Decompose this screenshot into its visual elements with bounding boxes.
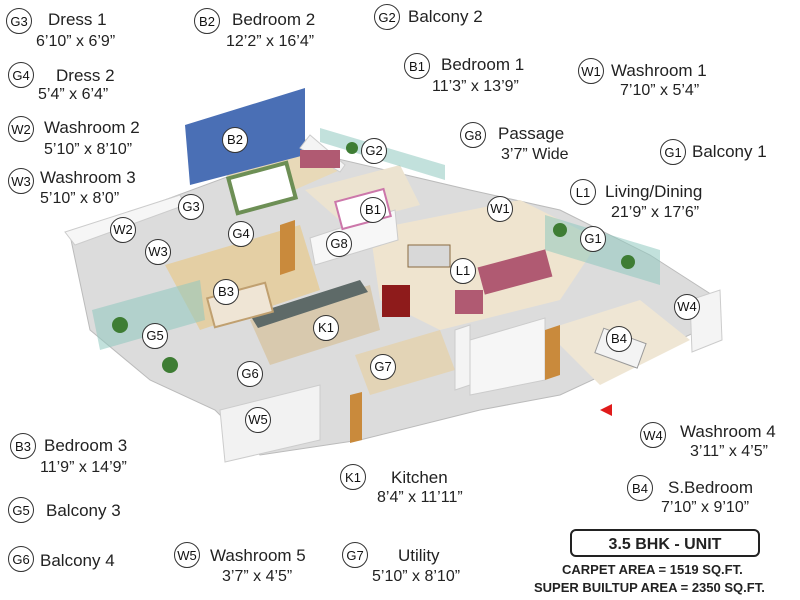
door-kitchen (350, 392, 362, 443)
map-badge-g7: G7 (370, 354, 396, 380)
bedroom2-bed (225, 160, 299, 216)
legend-dim-w3: 5’10” x 8’0” (40, 190, 120, 207)
plant-2 (162, 357, 178, 373)
legend-name-w5: Washroom 5 (210, 546, 306, 565)
legend-name-g1: Balcony 1 (692, 142, 767, 161)
map-badge-g4: G4 (228, 221, 254, 247)
door-bed3 (280, 220, 295, 275)
legend-dim-b4: 7’10” x 9’10” (661, 499, 750, 516)
dining-table (407, 244, 451, 268)
legend-badge-b3: B3 (10, 433, 36, 459)
legend-dim-w5: 3’7” x 4’5” (222, 568, 293, 585)
legend-name-g4: Dress 2 (56, 66, 115, 85)
legend-badge-g6: G6 (8, 546, 34, 572)
legend-badge-g8: G8 (460, 122, 486, 148)
living-sofa (477, 249, 553, 295)
legend-name-b3: Bedroom 3 (44, 436, 128, 455)
map-badge-g8: G8 (326, 231, 352, 257)
legend-dim-g7: 5’10” x 8’10” (372, 568, 461, 585)
legend-badge-g4: G4 (8, 62, 34, 88)
legend-badge-g1: G1 (660, 139, 686, 165)
legend-dim-l1: 21’9” x 17’6” (611, 204, 700, 221)
legend-badge-b4: B4 (627, 475, 653, 501)
legend-name-w3: Washroom 3 (40, 168, 136, 187)
plant-4 (621, 255, 635, 269)
legend-badge-l1: L1 (570, 179, 596, 205)
legend-badge-g7: G7 (342, 542, 368, 568)
map-badge-l1: L1 (450, 258, 476, 284)
legend-name-b1: Bedroom 1 (441, 55, 525, 74)
balcony2-sofa (300, 150, 340, 168)
plant-5 (346, 142, 358, 154)
legend-dim-w1: 7’10” x 5’4” (620, 82, 700, 99)
legend-badge-w5: W5 (174, 542, 200, 568)
map-badge-k1: K1 (313, 315, 339, 341)
legend-badge-k1: K1 (340, 464, 366, 490)
map-badge-b1: B1 (360, 197, 386, 223)
legend-name-b2: Bedroom 2 (232, 10, 316, 29)
legend-dim-b1: 11’3” x 13’9” (432, 78, 519, 95)
legend-name-g2: Balcony 2 (408, 7, 483, 26)
map-badge-g1: G1 (580, 226, 606, 252)
map-badge-g6: G6 (237, 361, 263, 387)
wall-d (454, 324, 471, 391)
legend-name-g3: Dress 1 (48, 10, 107, 29)
legend-badge-g3: G3 (6, 8, 32, 34)
unit-type-box: 3.5 BHK - UNIT (570, 529, 760, 557)
legend-name-l1: Living/Dining (605, 182, 703, 201)
legend-name-b4: S.Bedroom (668, 478, 754, 497)
legend-name-g7: Utility (398, 546, 440, 565)
map-badge-g5: G5 (142, 323, 168, 349)
living-floor (370, 200, 600, 330)
map-badge-g3: G3 (178, 194, 204, 220)
carpet-area: CARPET AREA = 1519 SQ.FT. (562, 562, 743, 577)
map-badge-g2: G2 (361, 138, 387, 164)
super-builtup-area: SUPER BUILTUP AREA = 2350 SQ.FT. (534, 580, 765, 595)
legend-badge-g2: G2 (374, 4, 400, 30)
map-badge-w3: W3 (145, 239, 171, 265)
legend-badge-b1: B1 (404, 53, 430, 79)
legend-dim-b3: 11’9” x 14’9” (40, 459, 127, 476)
entrance-arrow (600, 404, 612, 416)
legend-name-w1: Washroom 1 (611, 61, 707, 80)
legend-dim-w2: 5’10” x 8’10” (44, 141, 133, 158)
legend-badge-w4: W4 (640, 422, 666, 448)
legend-dim-g3: 6’10” x 6’9” (36, 33, 116, 50)
legend-badge-b2: B2 (194, 8, 220, 34)
legend-badge-w3: W3 (8, 168, 34, 194)
legend-dim-g4: 5’4” x 6’4” (38, 86, 109, 103)
legend-badge-w1: W1 (578, 58, 604, 84)
kitchen-counter (250, 280, 368, 328)
plant-1 (112, 317, 128, 333)
map-badge-w1: W1 (487, 196, 513, 222)
legend-badge-g5: G5 (8, 497, 34, 523)
map-badge-w5: W5 (245, 407, 271, 433)
legend-dim-w4: 3’11” x 4’5” (690, 443, 768, 460)
map-badge-b3: B3 (213, 279, 239, 305)
map-badge-b4: B4 (606, 326, 632, 352)
legend-name-k1: Kitchen (391, 468, 448, 487)
map-badge-w2: W2 (110, 217, 136, 243)
plant-3 (553, 223, 567, 237)
legend-dim-k1: 8’4” x 11’11” (377, 489, 463, 506)
legend-name-g6: Balcony 4 (40, 551, 115, 570)
legend-name-g5: Balcony 3 (46, 501, 121, 520)
map-badge-w4: W4 (674, 294, 700, 320)
fridge (382, 285, 410, 317)
legend-badge-w2: W2 (8, 116, 34, 142)
legend-name-g8: Passage (498, 124, 565, 143)
legend-dim-b2: 12’2” x 16’4” (226, 33, 315, 50)
legend-name-w2: Washroom 2 (44, 118, 140, 137)
map-badge-b2: B2 (222, 127, 248, 153)
living-armchair (455, 290, 483, 314)
legend-name-w4: Washroom 4 (680, 422, 776, 441)
door-living (545, 325, 560, 380)
legend-dim-g8: 3’7” Wide (501, 146, 569, 163)
